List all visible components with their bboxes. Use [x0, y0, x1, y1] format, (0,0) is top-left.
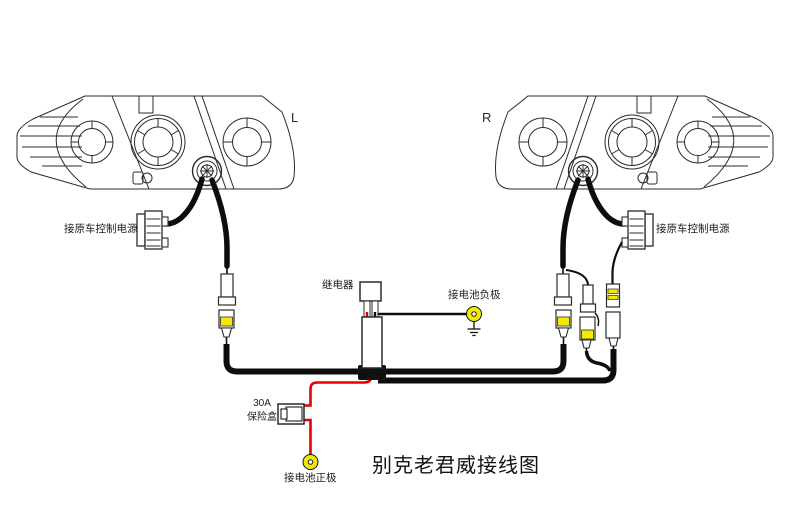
right-lamp-letter: R	[482, 110, 492, 125]
left-lamp-letter: L	[291, 110, 299, 125]
left-control-power-label: 接原车控制电源	[64, 223, 138, 235]
fuse-drawing	[277, 403, 305, 425]
right-control-wire-connectors	[565, 241, 623, 372]
fuse-box-label: 保险盒	[247, 412, 277, 423]
battery-positive-label: 接电池正极	[284, 472, 337, 484]
ground-icon	[467, 321, 481, 337]
diagram-title: 别克老君威接线图	[372, 455, 540, 477]
relay-drawing	[359, 281, 467, 369]
right-headlight-drawing	[496, 96, 774, 372]
left-headlight-drawing	[17, 96, 295, 372]
battery-negative-terminal	[466, 306, 482, 322]
relay-label: 继电器	[322, 279, 354, 291]
battery-positive-terminal	[302, 454, 319, 470]
right-control-power-label: 接原车控制电源	[656, 223, 730, 235]
wire-harness	[239, 349, 617, 384]
fuse-rating-label: 30A	[253, 398, 271, 409]
battery-negative-label: 接电池负极	[448, 289, 501, 301]
